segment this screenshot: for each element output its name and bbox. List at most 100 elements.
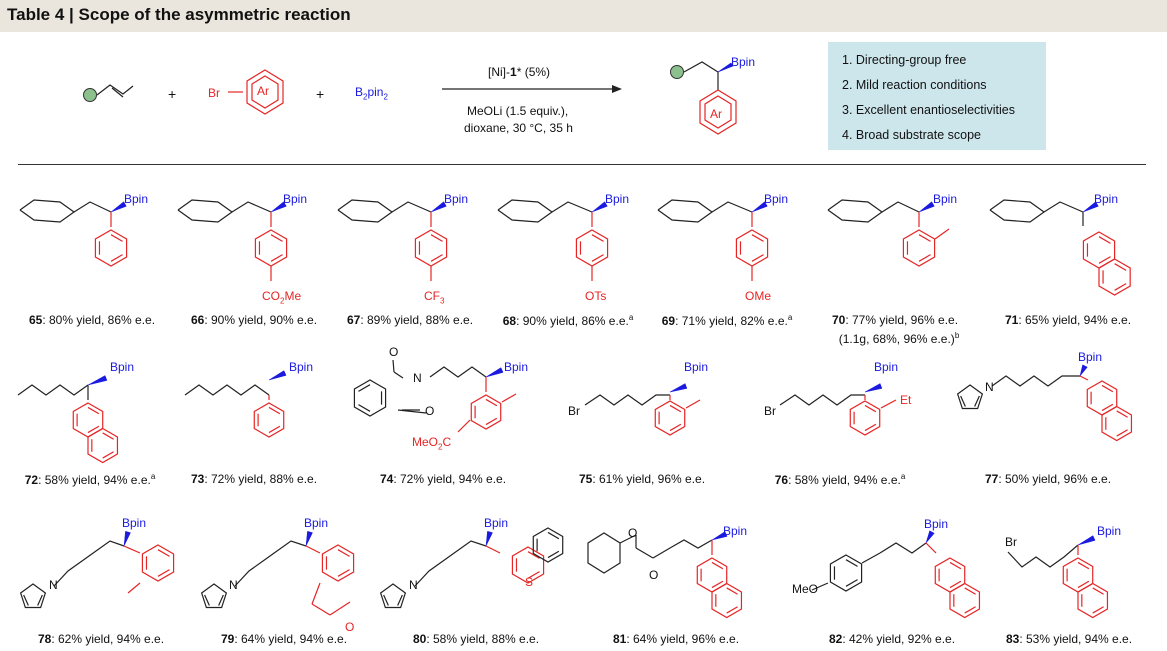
bromo-label: Br xyxy=(1005,535,1017,549)
benzene-ring xyxy=(1082,231,1116,269)
bpin-label: Bpin xyxy=(933,192,958,206)
benzene-ring xyxy=(902,229,936,267)
stereo-wedge xyxy=(1079,364,1088,377)
bond xyxy=(726,606,738,614)
benzene-ring xyxy=(575,229,609,267)
stereo-wedge xyxy=(751,201,768,213)
bond xyxy=(337,549,350,557)
bond xyxy=(1116,410,1128,418)
bond xyxy=(864,423,877,432)
bond xyxy=(1101,384,1114,393)
benzene-ring xyxy=(849,400,881,436)
bond xyxy=(1092,587,1104,595)
benzene-ring xyxy=(414,229,448,267)
compound-caption: 81: 64% yield, 96% e.e. xyxy=(612,632,740,646)
methoxy-label: MeO xyxy=(792,582,819,596)
oxygen-label: O xyxy=(425,404,435,418)
benzene-ring xyxy=(532,527,564,563)
feature-item: 4. Broad substrate scope xyxy=(842,128,981,142)
bond xyxy=(329,601,351,616)
benzene-ring xyxy=(470,394,502,430)
aryl-label: Ar xyxy=(257,84,269,98)
bond xyxy=(311,582,321,605)
bond xyxy=(270,234,283,242)
cf3-label: CF3 xyxy=(424,289,445,306)
bond xyxy=(964,587,976,595)
bond xyxy=(127,582,141,594)
bond xyxy=(157,569,170,577)
bond xyxy=(358,404,371,412)
ethyl-label: Et xyxy=(900,393,912,407)
benzene-ring xyxy=(1077,582,1109,619)
bond xyxy=(964,606,976,614)
bond xyxy=(726,587,738,595)
benzene-ring xyxy=(949,582,981,619)
stereo-wedge xyxy=(918,201,935,213)
benzene-ring xyxy=(1101,405,1133,442)
bond xyxy=(527,571,540,579)
nitrogen-label: N xyxy=(49,578,58,592)
benzene-ring xyxy=(321,544,355,582)
bpin-label: Bpin xyxy=(605,192,630,206)
benzene-ring xyxy=(94,229,128,267)
meo2c-label: MeO2C xyxy=(412,435,452,452)
bond xyxy=(391,201,432,213)
bond xyxy=(1092,606,1104,614)
product-aryl-label: Ar xyxy=(710,107,722,121)
pyrrole-ring xyxy=(956,384,984,410)
bond xyxy=(880,399,897,409)
bond xyxy=(584,394,670,406)
bond xyxy=(268,425,281,434)
co2me-label: CO2Me xyxy=(262,289,302,306)
bond xyxy=(918,234,931,242)
stereo-wedge xyxy=(270,201,287,213)
stereo-wedge xyxy=(864,383,883,393)
product-bpin: Bpin xyxy=(731,55,756,69)
feature-item: 2. Mild reaction conditions xyxy=(842,78,987,92)
stereo-wedge xyxy=(925,530,935,544)
pyrrole-ring xyxy=(200,583,228,609)
bond xyxy=(430,254,443,262)
bond xyxy=(711,580,724,589)
compound-caption: 82: 42% yield, 92% e.e. xyxy=(828,632,956,646)
bond xyxy=(337,199,394,223)
conditions-line-2: dioxane, 30 °C, 35 h xyxy=(464,121,573,135)
pyrrole-ring xyxy=(379,583,407,609)
bpin-label: Bpin xyxy=(1094,192,1119,206)
bond xyxy=(827,199,884,223)
bond xyxy=(270,254,283,262)
bond xyxy=(102,451,114,459)
bond xyxy=(218,594,224,606)
bond xyxy=(485,398,498,407)
bond xyxy=(234,540,307,587)
compound-caption: 71: 65% yield, 94% e.e. xyxy=(1004,313,1132,327)
bond xyxy=(991,375,1080,387)
compound-caption: 69: 71% yield, 82% e.e.a xyxy=(661,313,793,328)
bpin-label: Bpin xyxy=(1078,350,1103,364)
bond xyxy=(501,393,517,403)
bond xyxy=(811,582,829,591)
stereo-wedge xyxy=(485,367,504,378)
benzene-ring xyxy=(654,400,686,436)
bond xyxy=(184,384,270,396)
bond xyxy=(591,254,604,262)
bond xyxy=(1098,256,1111,264)
stereo-wedge xyxy=(669,383,688,393)
bromo-label: Br xyxy=(568,404,580,418)
bond xyxy=(87,425,100,434)
stereo-wedge xyxy=(123,530,131,547)
bond xyxy=(337,569,350,577)
compound-caption: 67: 89% yield, 88% e.e. xyxy=(346,313,474,327)
bromo-label: Br xyxy=(764,404,776,418)
bond xyxy=(685,399,701,409)
bpin-label: Bpin xyxy=(444,192,469,206)
bond xyxy=(1043,201,1084,213)
compound-caption: 72: 58% yield, 94% e.e.a xyxy=(24,472,156,487)
bond xyxy=(414,540,487,587)
bond xyxy=(110,254,123,262)
bond xyxy=(974,395,980,407)
bond xyxy=(635,547,654,559)
bond xyxy=(397,594,403,606)
bond xyxy=(358,384,371,392)
